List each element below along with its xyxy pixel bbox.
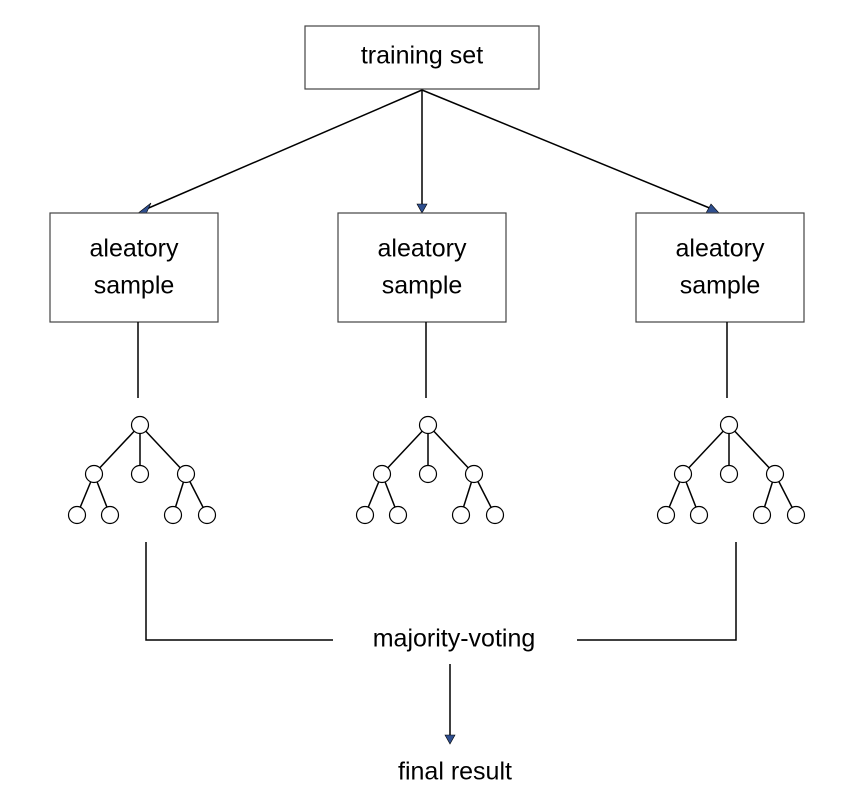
tree-2-node-leaf3 [451, 505, 471, 525]
tree-3-node-root [719, 415, 739, 435]
tree-1-node-root [130, 415, 150, 435]
tree-3-node-leaf3 [752, 505, 772, 525]
decision-tree-3 [656, 415, 806, 525]
tree-3-node-mid [719, 464, 739, 484]
tree-2-edge-root-left [381, 424, 429, 475]
decision-tree-1 [67, 415, 217, 525]
tree-3-node-leaf2 [689, 505, 709, 525]
tree-2-node-root [418, 415, 438, 435]
arrowhead-sample-2 [416, 203, 428, 214]
tree-1-node-leaf4 [197, 505, 217, 525]
tree-2-node-left [372, 464, 392, 484]
tree-1-edge-root-right [139, 424, 187, 475]
sample-1-line2: sample [94, 272, 175, 300]
tree-2-node-leaf1 [355, 505, 375, 525]
sample-3-line1: aleatory [676, 235, 765, 263]
tree-2-edge-root-right [427, 424, 475, 475]
edge-to-sample-1 [143, 89, 423, 211]
tree-2-node-leaf4 [485, 505, 505, 525]
tree-3-node-leaf1 [656, 505, 676, 525]
majority-voting-label: majority-voting [373, 625, 536, 653]
tree-3-node-right [765, 464, 785, 484]
tree-1-node-leaf2 [100, 505, 120, 525]
edge-to-sample-3 [421, 89, 713, 210]
tree-3-edge-root-left [682, 424, 730, 475]
sample-3-line2: sample [680, 272, 761, 300]
tree-1-node-left [84, 464, 104, 484]
tree-3-edge-root-right [728, 424, 776, 475]
tree-3-node-leaf4 [786, 505, 806, 525]
tree-3-node-left [673, 464, 693, 484]
sample-1-line1: aleatory [90, 235, 179, 263]
sample-box-2: aleatory sample [337, 212, 507, 323]
sample-box-3: aleatory sample [635, 212, 805, 323]
vote-line-right [577, 542, 737, 641]
sample-2-line1: aleatory [378, 235, 467, 263]
tree-1-edge-root-left [93, 424, 141, 475]
decision-tree-2 [355, 415, 505, 525]
sample-2-line2: sample [382, 272, 463, 300]
tree-1-node-leaf1 [67, 505, 87, 525]
tree-1-node-right [176, 464, 196, 484]
tree-1-node-leaf3 [163, 505, 183, 525]
tree-2-node-leaf2 [388, 505, 408, 525]
final-result-label: final result [398, 758, 512, 786]
tree-2-node-right [464, 464, 484, 484]
training-set-label: training set [361, 42, 483, 70]
vote-line-left [145, 542, 333, 641]
tree-1-node-mid [130, 464, 150, 484]
training-set-box: training set [304, 25, 540, 90]
tree-2-node-mid [418, 464, 438, 484]
arrowhead-final-result [444, 734, 456, 745]
sample-box-1: aleatory sample [49, 212, 219, 323]
